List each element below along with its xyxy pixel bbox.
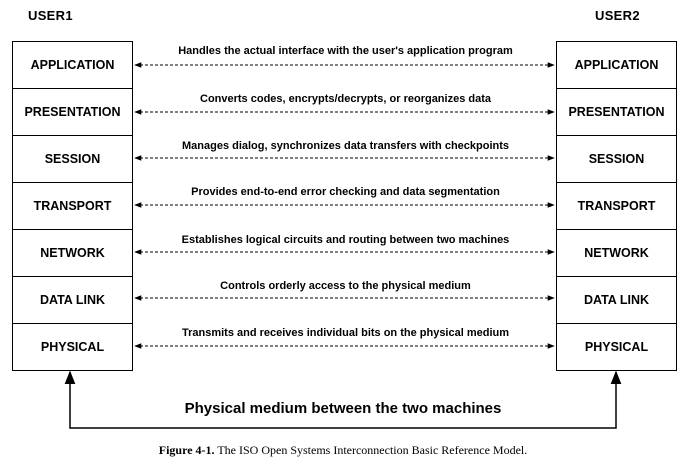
- user2-layer-physical: PHYSICAL: [557, 324, 676, 371]
- user1-layer-session: SESSION: [13, 136, 132, 183]
- transport-description: Provides end-to-end error checking and d…: [191, 186, 500, 198]
- figure-caption: Figure 4-1. The ISO Open Systems Interco…: [0, 443, 686, 458]
- network-description: Establishes logical circuits and routing…: [181, 234, 510, 246]
- user2-layer-presentation: PRESENTATION: [557, 89, 676, 136]
- figure-number: Figure 4-1.: [158, 443, 215, 457]
- data-link-description: Controls orderly access to the physical …: [220, 280, 471, 292]
- user1-layer-data-link: DATA LINK: [13, 277, 132, 324]
- user1-layer-presentation: PRESENTATION: [13, 89, 132, 136]
- user1-layer-network: NETWORK: [13, 230, 132, 277]
- user1-title: USER1: [28, 8, 73, 23]
- user1-layer-physical: PHYSICAL: [13, 324, 132, 371]
- session-description: Manages dialog, synchronizes data transf…: [181, 140, 510, 152]
- physical-description: Transmits and receives individual bits o…: [181, 327, 510, 339]
- user2-layer-session: SESSION: [557, 136, 676, 183]
- user2-layer-application: APPLICATION: [557, 42, 676, 89]
- caption-text: The ISO Open Systems Interconnection Bas…: [217, 443, 528, 457]
- user2-layer-stack: APPLICATION PRESENTATION SESSION TRANSPO…: [556, 41, 677, 371]
- presentation-description: Converts codes, encrypts/decrypts, or re…: [200, 93, 491, 105]
- user2-layer-network: NETWORK: [557, 230, 676, 277]
- physical-medium-connector: [64, 370, 622, 429]
- user2-title: USER2: [595, 8, 640, 23]
- user2-layer-transport: TRANSPORT: [557, 183, 676, 230]
- user2-layer-data-link: DATA LINK: [557, 277, 676, 324]
- user1-layer-stack: APPLICATION PRESENTATION SESSION TRANSPO…: [12, 41, 133, 371]
- user1-layer-transport: TRANSPORT: [13, 183, 132, 230]
- application-description: Handles the actual interface with the us…: [178, 45, 513, 57]
- user1-layer-application: APPLICATION: [13, 42, 132, 89]
- physical-medium-label: Physical medium between the two machines: [184, 400, 502, 417]
